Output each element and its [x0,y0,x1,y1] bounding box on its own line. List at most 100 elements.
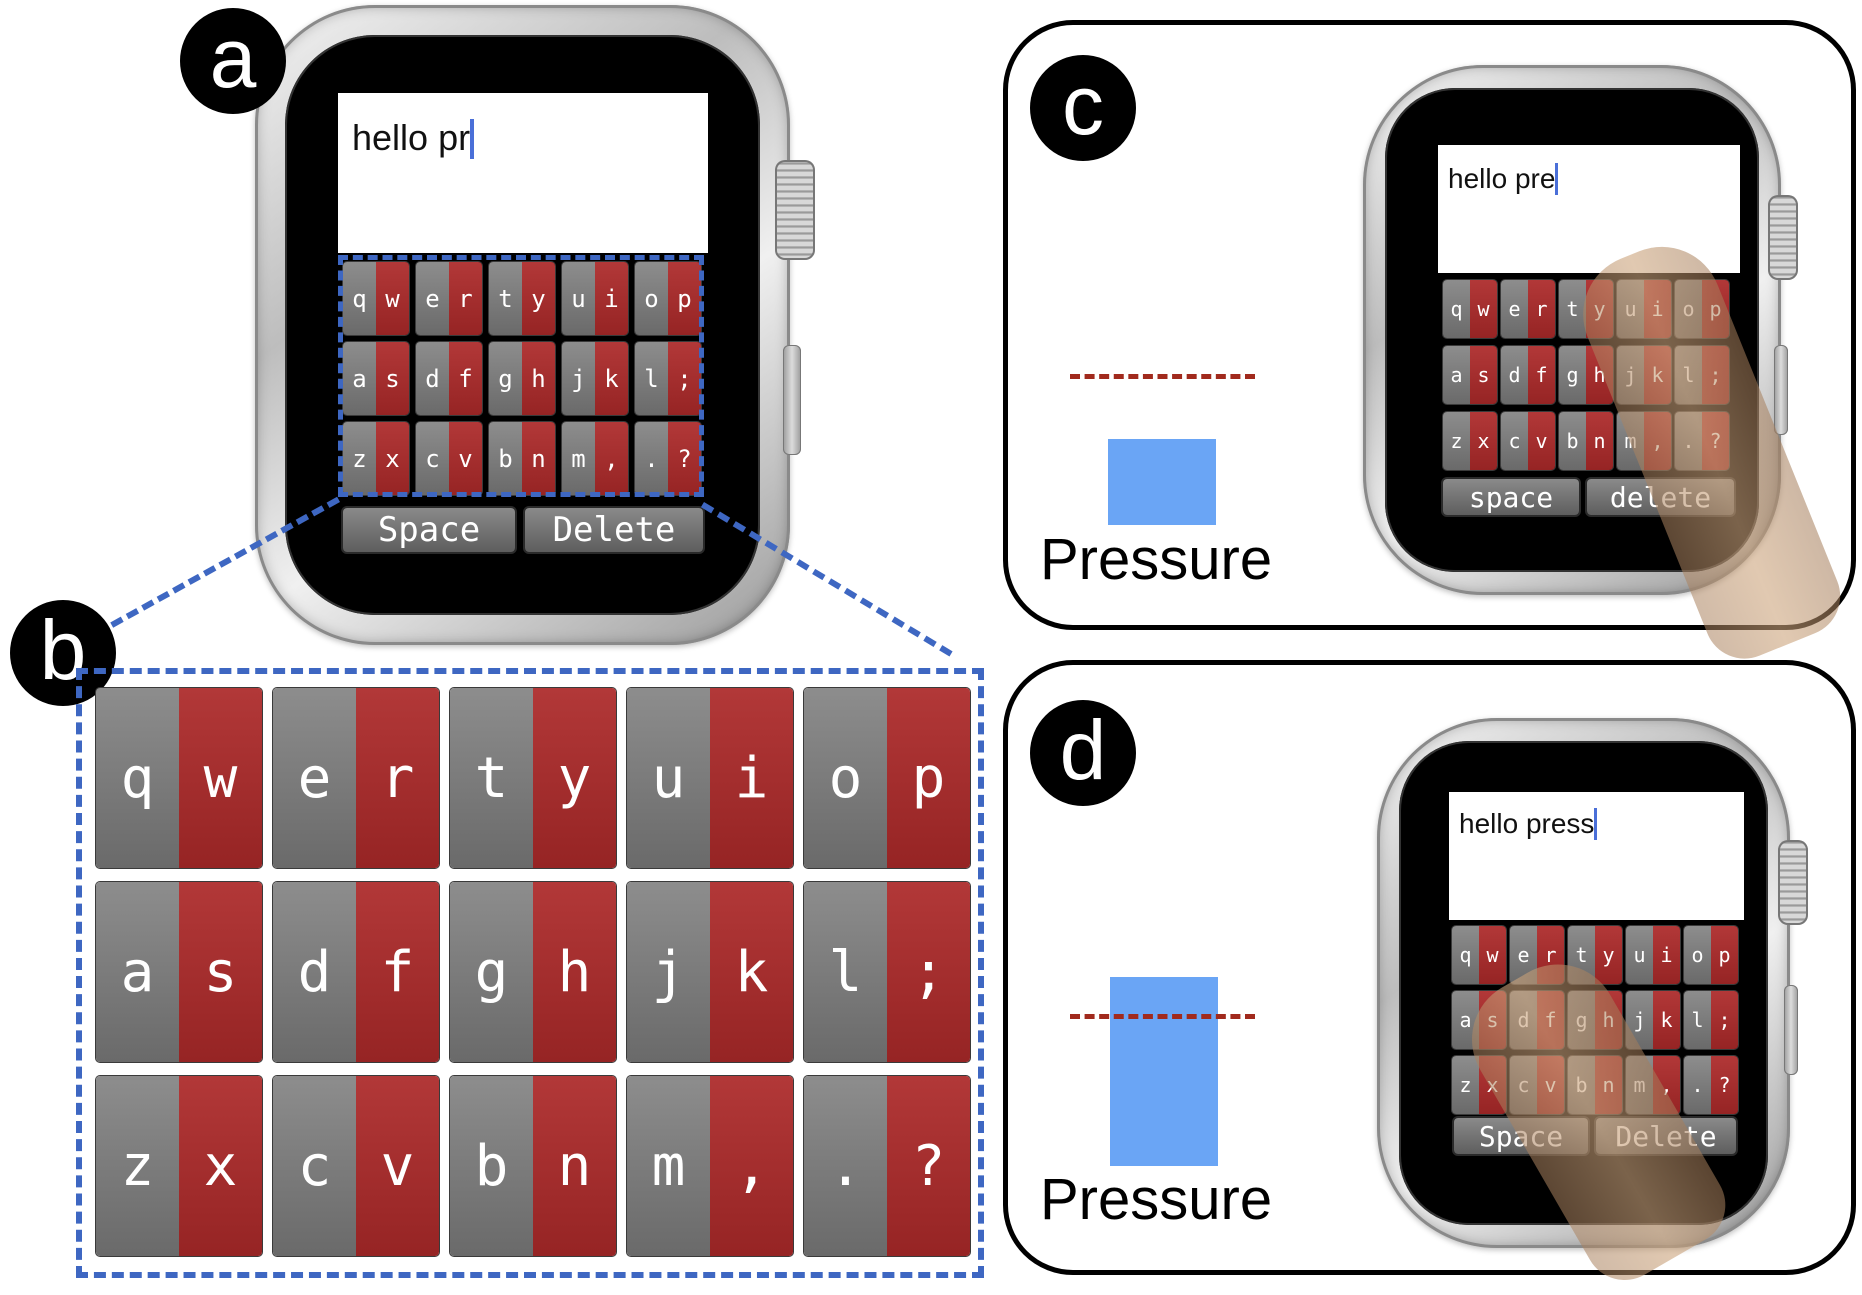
zoomed-keyboard-key-letter: m [627,1076,710,1256]
watch-c-space-key[interactable]: space [1443,479,1579,515]
zoomed-keyboard-key-letter: p [887,688,970,868]
zoomed-keyboard-key-letter: ; [887,882,970,1062]
watch-a-keyboard-key[interactable]: m, [562,422,628,495]
watch-c-side-button[interactable] [1774,345,1788,435]
watch-a-typed-text: hello pr [352,117,471,158]
watch-a-keyboard-key-letter: o [635,262,668,335]
watch-a-keyboard-key[interactable]: .? [635,422,701,495]
watch-a-keyboard-key-letter: i [595,262,628,335]
zoomed-keyboard-key-letter: x [179,1076,262,1256]
watch-a-side-button[interactable] [783,345,801,455]
zoomed-keyboard-key-letter: d [273,882,356,1062]
zoomed-keyboard-key-letter: n [533,1076,616,1256]
zoomed-keyboard-key-letter: b [450,1076,533,1256]
watch-a-keyboard-key-letter: , [595,422,628,495]
watch-c-keyboard-key-letter: n [1586,412,1613,470]
watch-a-crown[interactable] [775,160,815,260]
watch-c-crown[interactable] [1768,195,1798,280]
zoomed-keyboard-key-letter: c [273,1076,356,1256]
watch-d-keyboard-key-letter: q [1452,926,1479,984]
watch-a-delete-key[interactable]: Delete [525,508,703,552]
watch-a-space-key[interactable]: Space [343,508,515,552]
watch-d-side-button[interactable] [1784,985,1798,1075]
zoomed-keyboard-key[interactable]: m, [627,1076,793,1256]
keyboard-selection-outline [338,255,704,497]
watch-c-text-field[interactable]: hello pre [1438,145,1740,273]
watch-a-keyboard-key-letter: ; [668,342,701,415]
zoomed-keyboard-key-letter: g [450,882,533,1062]
watch-a-keyboard-key-letter: u [562,262,595,335]
watch-d-keyboard-key-letter: o [1684,926,1711,984]
text-cursor [470,119,475,159]
watch-c-keyboard-key-letter: r [1528,280,1555,338]
watch-a-keyboard-key-letter: r [449,262,482,335]
zoomed-keyboard-key-letter: w [179,688,262,868]
watch-a-keyboard-key[interactable]: l; [635,342,701,415]
watch-d-text-field[interactable]: hello press [1449,792,1744,920]
watch-d-keyboard-key-letter: z [1452,1056,1479,1114]
zoomed-keyboard-key-letter: , [710,1076,793,1256]
zoomed-keyboard-key[interactable]: l; [804,882,970,1062]
zoomed-keyboard-key-letter: z [96,1076,179,1256]
watch-a-keyboard-key-letter: p [668,262,701,335]
watch-c-keyboard-key-letter: t [1559,280,1586,338]
watch-a-keyboard-key-letter: m [562,422,595,495]
watch-c-keyboard-key-letter: d [1501,346,1528,404]
watch-d-crown[interactable] [1778,840,1808,925]
watch-c-keyboard-key-letter: a [1443,346,1470,404]
watch-a-keyboard-key-letter: v [449,422,482,495]
watch-d-keyboard-key[interactable]: .? [1684,1056,1738,1114]
pressure-bar-c [1108,439,1216,525]
zoomed-keyboard-key[interactable]: .? [804,1076,970,1256]
zoomed-keyboard-key-letter: l [804,882,887,1062]
watch-a-keyboard-key-letter: h [522,342,555,415]
watch-a-keyboard-key-letter: c [416,422,449,495]
watch-a-text-field[interactable]: hello pr [338,93,708,253]
watch-c-typed-text: hello pre [1448,163,1556,194]
watch-a-keyboard-key-letter: q [343,262,376,335]
watch-d-keyboard-key[interactable]: l; [1684,991,1738,1049]
zoomed-keyboard-key-letter: s [179,882,262,1062]
zoomed-keyboard-key-letter: q [96,688,179,868]
